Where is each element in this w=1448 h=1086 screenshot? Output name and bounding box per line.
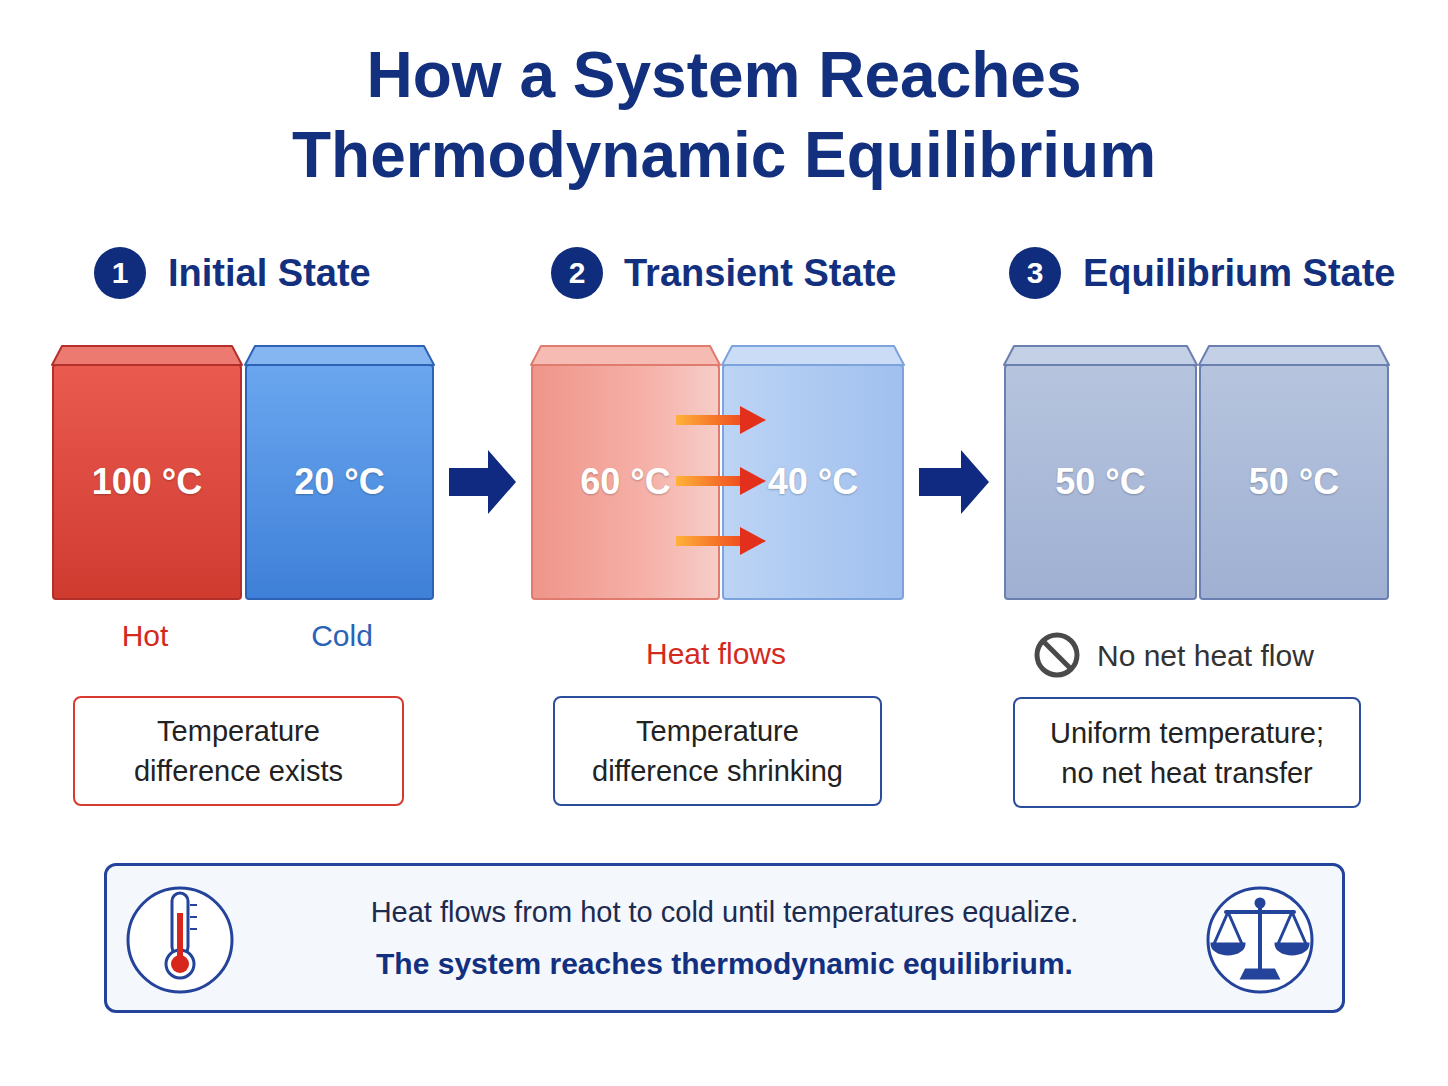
heat-arrow-shaft xyxy=(676,536,744,546)
heat-flow-arrows xyxy=(676,406,766,555)
thermometer-tube xyxy=(172,893,188,955)
stage-heading: Equilibrium State xyxy=(1083,251,1395,295)
summary-text: The system reaches thermodynamic equilib… xyxy=(376,945,1073,983)
scale-post xyxy=(1258,904,1262,970)
temperature-value: 60 °C xyxy=(580,461,670,503)
step-number-circle: 1 xyxy=(93,246,147,300)
thermometer-mercury xyxy=(177,913,183,961)
scale-pan xyxy=(1276,944,1308,954)
warming-block: 40 °C xyxy=(722,364,904,600)
description-text: Temperature difference shrinking xyxy=(575,711,860,791)
description-box: Temperature difference exists xyxy=(73,696,404,806)
block-top-face xyxy=(245,346,434,365)
temperature-value: 50 °C xyxy=(1249,461,1339,503)
heat-arrow-head xyxy=(740,406,766,434)
thermometer-mercury-bulb xyxy=(171,955,189,973)
heat-arrow-shaft xyxy=(676,415,744,425)
summary-text: Heat flows from hot to cold until temper… xyxy=(371,893,1079,931)
scale-string xyxy=(1292,912,1306,944)
step-number: 3 xyxy=(1027,258,1044,288)
heat-arrow-shaft xyxy=(676,476,744,486)
heat-arrow-head xyxy=(740,467,766,495)
stage-heading: Initial State xyxy=(168,251,371,295)
scale-beam xyxy=(1226,910,1294,914)
scale-string xyxy=(1278,912,1292,944)
prohibition-ring xyxy=(1037,635,1077,675)
step-number-circle: 2 xyxy=(550,246,604,300)
description-text: Temperature difference exists xyxy=(109,711,369,791)
stage-heading: Transient State xyxy=(624,251,896,295)
thermometer-tick xyxy=(190,916,197,918)
cold-block: 20 °C xyxy=(245,364,434,600)
block-top-face xyxy=(1199,346,1389,365)
step-number: 1 xyxy=(112,258,129,288)
circle-fill xyxy=(94,247,146,299)
description-box: Uniform temperature; no net heat transfe… xyxy=(1013,697,1361,808)
scale-string xyxy=(1228,912,1242,944)
description-text: Uniform temperature; no net heat transfe… xyxy=(1035,713,1340,793)
equilibrium-block: 50 °C xyxy=(1004,364,1197,600)
block-top-face xyxy=(531,346,720,365)
thermometer-icon xyxy=(128,888,232,992)
scale-string xyxy=(1214,912,1228,944)
heat-arrow-head xyxy=(740,527,766,555)
temperature-value: 40 °C xyxy=(768,461,858,503)
prohibition-icon xyxy=(1037,635,1077,675)
temperature-value: 50 °C xyxy=(1055,461,1145,503)
balance-scale-icon xyxy=(1208,888,1312,992)
flow-arrow xyxy=(449,450,516,514)
temperature-value: 20 °C xyxy=(294,461,384,503)
scale-knob xyxy=(1256,899,1264,907)
step-number-circle: 3 xyxy=(1008,246,1062,300)
flow-arrow xyxy=(919,450,989,514)
hot-block: 100 °C xyxy=(52,364,242,600)
scale-base xyxy=(1242,970,1278,978)
thermometer-tick xyxy=(190,928,197,930)
state-label: Cold xyxy=(292,616,392,656)
state-label: Heat flows xyxy=(616,634,816,674)
cooling-block: 60 °C xyxy=(531,364,720,600)
equilibrium-block: 50 °C xyxy=(1199,364,1389,600)
circle-fill xyxy=(1009,247,1061,299)
block-top-face xyxy=(722,346,904,365)
step-number: 2 xyxy=(569,258,586,288)
state-label: Hot xyxy=(95,616,195,656)
diagram-title: How a System Reaches Thermodynamic Equil… xyxy=(174,35,1274,195)
icon-ring xyxy=(1208,888,1312,992)
block-top-face xyxy=(52,346,242,365)
icon-ring xyxy=(128,888,232,992)
state-label: No net heat flow xyxy=(1097,636,1314,676)
thermometer-bulb xyxy=(166,950,194,978)
prohibition-bar xyxy=(1043,641,1071,669)
description-box: Temperature difference shrinking xyxy=(553,696,882,806)
summary-band: Heat flows from hot to cold until temper… xyxy=(104,863,1345,1013)
temperature-value: 100 °C xyxy=(92,461,202,503)
circle-fill xyxy=(551,247,603,299)
block-top-face xyxy=(1004,346,1197,365)
block-top-faces xyxy=(52,346,1389,365)
thermometer-tick xyxy=(190,904,197,906)
scale-pan xyxy=(1212,944,1244,954)
